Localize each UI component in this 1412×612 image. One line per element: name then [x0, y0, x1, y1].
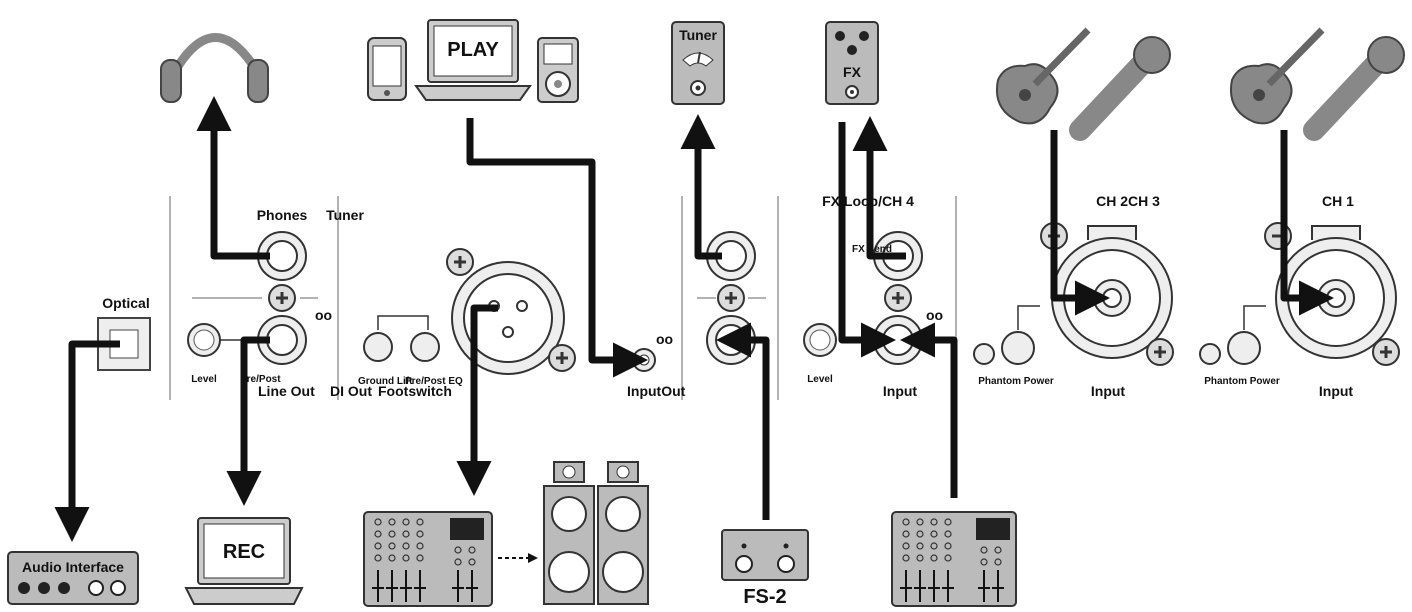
tuner-out-jack	[706, 231, 756, 281]
ground-lift-button	[363, 332, 393, 362]
fs2-label: FS-2	[743, 586, 786, 608]
fx-send-cable	[852, 116, 906, 260]
microphone-icon	[1069, 36, 1171, 141]
tuner-out-label: Tuner	[326, 207, 364, 223]
prepost-label: Pre/Post	[240, 374, 281, 385]
fx-input-label: Input	[883, 383, 918, 399]
play-input-cable	[466, 118, 648, 378]
music-player-icon	[537, 37, 579, 103]
switch-bracket	[377, 315, 429, 330]
screw-icon	[1146, 338, 1174, 366]
mixer-icon	[891, 511, 1017, 607]
audio-interface-label: Audio Interface	[22, 559, 124, 575]
ch23-cable	[1050, 130, 1110, 316]
optical-label: Optical	[102, 295, 149, 311]
combo-jack-ch1	[1275, 225, 1397, 359]
screw-icon	[1372, 338, 1400, 366]
footswitch-cable	[716, 322, 770, 520]
screw-icon	[268, 284, 296, 312]
phones-label: Phones	[257, 207, 308, 223]
mixer-fx-cable	[900, 322, 958, 498]
acoustic-guitar-icon	[1230, 27, 1325, 125]
mixer-icon	[363, 511, 493, 607]
headphones-icon	[160, 33, 269, 103]
link-icon: oo	[656, 331, 673, 347]
phantom-led	[1199, 343, 1221, 365]
di-out-cable	[456, 304, 498, 496]
level-label: Level	[191, 374, 217, 385]
input-label-a: Input	[1091, 383, 1126, 399]
fx-pedal-icon: FX	[825, 21, 879, 105]
phones-cable	[196, 96, 270, 260]
fs2-footswitch-icon: FS-2	[721, 529, 809, 608]
fx-level-knob	[803, 323, 837, 357]
fx-input-jack	[873, 315, 923, 365]
input-out-label: InputOut	[627, 383, 686, 399]
panel-dividers	[169, 196, 957, 400]
link-icon: oo	[315, 307, 332, 323]
level-knob	[187, 323, 221, 357]
prepost-eq-button	[410, 332, 440, 362]
microphone-icon	[1303, 36, 1405, 141]
tuner-pedal-icon: Tuner	[671, 21, 725, 105]
screw-icon	[884, 284, 912, 312]
phantom-power-button	[1227, 331, 1261, 365]
footswitch-label: Footswitch	[378, 383, 452, 399]
link-icon: oo	[926, 307, 943, 323]
fx-return-cable	[838, 122, 896, 358]
speaker-icon	[597, 461, 649, 605]
ch1-cable	[1280, 130, 1334, 316]
phantom-power-button	[1001, 331, 1035, 365]
ground-lift-label: Ground Lift	[358, 376, 413, 387]
acoustic-guitar-icon	[996, 27, 1091, 125]
ch23-label: CH 2CH 3	[1096, 193, 1160, 209]
screw-icon	[548, 344, 576, 372]
line-out-jack	[257, 315, 307, 365]
input-label-b: Input	[1319, 383, 1354, 399]
rec-label: REC	[223, 541, 265, 563]
combo-jack-ch23	[1051, 225, 1173, 359]
screw-icon	[446, 248, 474, 276]
play-label: PLAY	[447, 39, 499, 61]
ch1-label: CH 1	[1322, 193, 1354, 209]
di-out-label: DI Out	[330, 383, 372, 399]
screw-icon	[717, 284, 745, 312]
fx-pedal-label: FX	[843, 64, 862, 80]
line-out-label: Line Out	[258, 383, 315, 399]
speaker-icon	[543, 461, 595, 605]
input-out-jack	[632, 348, 656, 372]
audio-interface-icon: Audio Interface	[7, 551, 139, 605]
fx-level-label: Level	[807, 374, 833, 385]
tuner-cable	[680, 114, 722, 260]
tuner-pedal-label: Tuner	[679, 27, 717, 43]
prepost-eq-label: Pre/Post EQ	[405, 376, 463, 387]
play-laptop-icon: PLAY	[414, 19, 532, 101]
phones-jack	[257, 231, 307, 281]
line-out-cable	[226, 336, 270, 506]
phantom-led	[973, 343, 995, 365]
dashed-arrow-icon	[498, 553, 538, 563]
rec-laptop-icon: REC	[184, 517, 304, 605]
phone-icon	[367, 37, 407, 101]
xlr-di-out-jack	[451, 261, 565, 375]
optical-cable	[54, 340, 120, 542]
phantom-power-label-a: Phantom Power	[978, 376, 1054, 387]
phantom-power-label-b: Phantom Power	[1204, 376, 1280, 387]
